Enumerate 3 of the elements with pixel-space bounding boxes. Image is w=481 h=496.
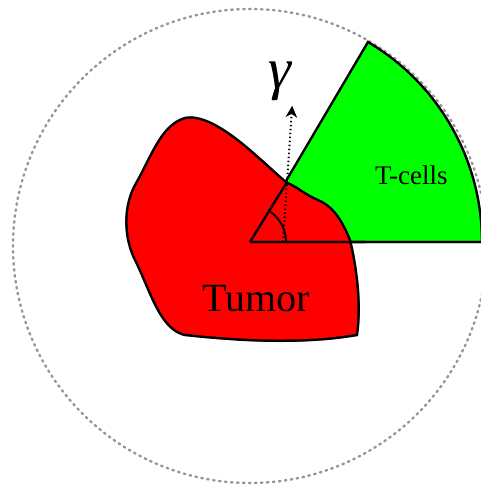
t-cells-label: T-cells <box>375 160 448 191</box>
tumor-label: Tumor <box>202 274 310 321</box>
gamma-symbol: γ <box>268 40 291 98</box>
